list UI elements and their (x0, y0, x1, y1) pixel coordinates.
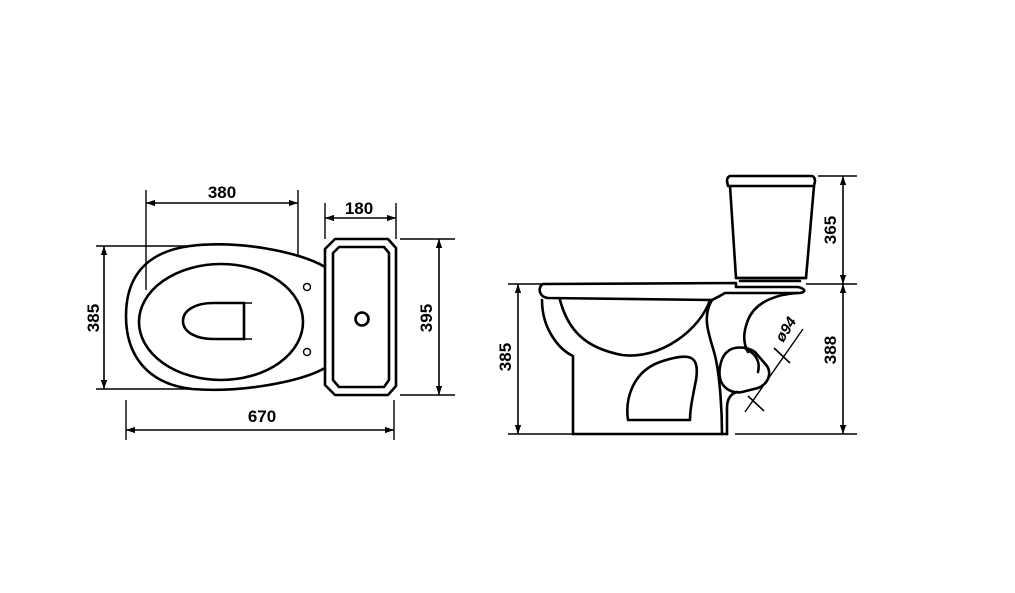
outlet-rim (744, 347, 760, 374)
tank-lid (725, 174, 817, 188)
dim-label-bowl-length: 380 (208, 183, 236, 202)
dim-label-tank-width: 395 (417, 304, 436, 332)
pedestal-back (705, 298, 724, 436)
dim-label-bowl-width: 385 (84, 304, 103, 332)
bowl-front (540, 298, 575, 436)
tank-body (728, 184, 816, 280)
bowl-inner-curve (558, 298, 712, 357)
bowl-rim (538, 281, 806, 302)
bowl-drain (181, 301, 246, 341)
dim-label-tank-depth: 180 (345, 199, 373, 218)
rear-curve (742, 291, 800, 354)
ext-line-diameter (744, 328, 804, 413)
seat-bolt-hole-top (302, 282, 312, 292)
outlet-pipe (718, 346, 771, 394)
side-view: ø94 365 388 385 (496, 174, 857, 436)
tank-inner-outline (331, 245, 391, 389)
flush-button (354, 311, 370, 327)
bowl-outline (124, 243, 327, 392)
rear-base (725, 390, 739, 436)
dim-label-overall-length: 670 (248, 407, 276, 426)
top-view: 380 180 385 395 670 (84, 183, 455, 440)
dim-label-outlet-diameter: ø94 (772, 314, 800, 345)
tank-outline (323, 237, 398, 397)
pedestal-trap (626, 355, 699, 422)
seat-bolt-hole-bottom (302, 347, 312, 357)
dim-label-seat-height: 385 (496, 343, 515, 371)
dim-tick (747, 395, 765, 412)
dim-label-tank-height: 365 (821, 216, 840, 244)
dim-tick (773, 347, 791, 364)
dim-label-outlet-height: 388 (821, 336, 840, 364)
seat-opening (137, 262, 305, 382)
